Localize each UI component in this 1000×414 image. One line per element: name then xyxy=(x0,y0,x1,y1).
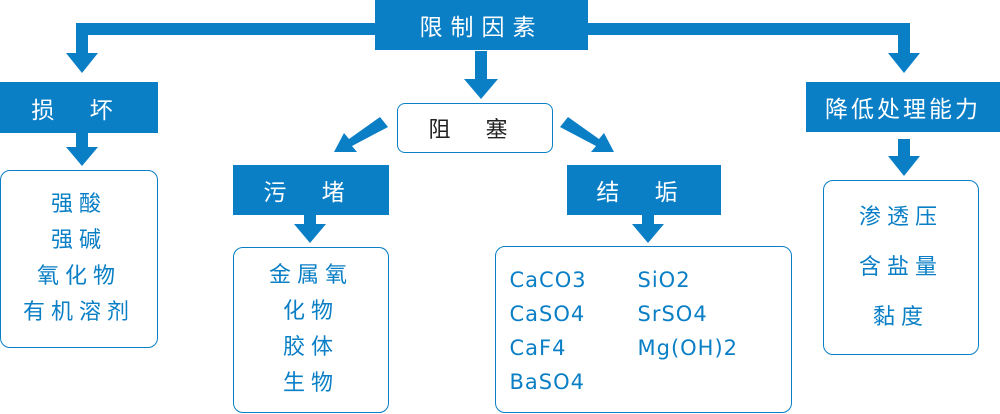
fouling-item: 胶体 xyxy=(282,335,339,360)
scaling-items-box: CaCO3 SiO2 CaSO4 SrSO4 CaF4 Mg(OH)2 BaSO… xyxy=(495,246,792,413)
damage-label: 损 坏 xyxy=(31,97,127,124)
scaling-item: Mg(OH)2 xyxy=(637,335,739,360)
scaling-items-grid: CaCO3 SiO2 CaSO4 SrSO4 CaF4 Mg(OH)2 BaSO… xyxy=(510,261,778,399)
connector-damage-stem xyxy=(76,133,88,149)
damage-item: 有机溶剂 xyxy=(22,300,135,325)
connector-left-bar xyxy=(76,23,375,35)
arrow-down-to-scaling-items xyxy=(632,224,664,243)
damage-node: 损 坏 xyxy=(0,82,158,133)
scaling-item: SrSO4 xyxy=(637,301,708,326)
fouling-item: 化物 xyxy=(282,299,339,324)
arrow-diag-to-fouling xyxy=(334,117,388,152)
scaling-item: CaSO4 xyxy=(509,301,586,326)
reduce-item: 黏度 xyxy=(872,304,929,330)
reduce-item: 含盐量 xyxy=(858,254,943,280)
connector-right-bar xyxy=(588,23,910,35)
reduce-capacity-node: 降低处理能力 xyxy=(806,82,1000,132)
scaling-item: CaCO3 xyxy=(509,267,587,292)
arrow-down-to-fouling-items xyxy=(294,224,326,243)
reduce-items-box: 渗透压 含盐量 黏度 xyxy=(823,180,979,355)
connector-scaling-stem xyxy=(642,215,654,226)
damage-items-box: 强酸 强碱 氧化物 有机溶剂 xyxy=(0,170,158,348)
scaling-item: SiO2 xyxy=(637,267,691,292)
blockage-label: 阻 塞 xyxy=(428,118,522,143)
scaling-label: 结 垢 xyxy=(596,180,692,206)
reduce-item: 渗透压 xyxy=(858,204,943,230)
root-node: 限制因素 xyxy=(375,0,588,50)
fouling-node: 污 堵 xyxy=(233,165,389,215)
scaling-node: 结 垢 xyxy=(567,165,721,215)
arrow-down-to-damage-items xyxy=(66,147,98,166)
fouling-item: 生物 xyxy=(282,371,339,396)
connector-right-drop xyxy=(898,23,910,55)
arrow-down-to-reduce-items xyxy=(888,156,920,176)
root-label: 限制因素 xyxy=(419,15,544,41)
damage-item: 氧化物 xyxy=(36,264,121,289)
reduce-capacity-label: 降低处理能力 xyxy=(825,97,981,123)
connector-center-stem xyxy=(475,51,487,81)
connector-fouling-stem xyxy=(304,215,316,226)
arrow-down-to-reduce xyxy=(888,53,920,73)
damage-item: 强碱 xyxy=(50,228,107,253)
scaling-item: BaSO4 xyxy=(509,369,585,394)
arrow-down-to-blockage xyxy=(464,79,498,99)
arrow-down-to-damage xyxy=(66,53,98,73)
blockage-node: 阻 塞 xyxy=(397,103,553,153)
damage-item: 强酸 xyxy=(50,192,107,217)
connector-left-drop xyxy=(76,23,88,55)
fouling-label: 污 堵 xyxy=(263,180,359,206)
fouling-items-box: 金属氧 化物 胶体 生物 xyxy=(233,247,389,413)
scaling-item: CaF4 xyxy=(509,335,567,360)
connector-reduce-stem xyxy=(898,139,910,158)
fouling-item: 金属氧 xyxy=(268,263,353,288)
arrow-diag-to-scaling xyxy=(560,117,614,152)
